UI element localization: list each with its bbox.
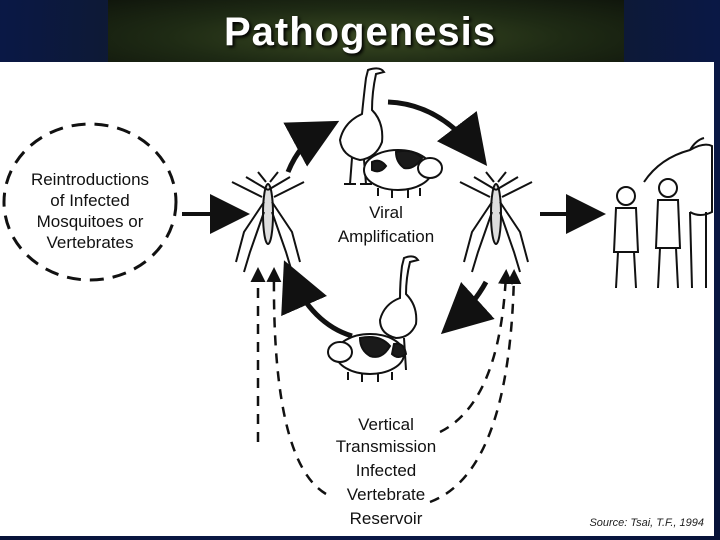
heron-top-icon — [338, 67, 386, 185]
reintroduction-line-3: Mosquitoes or — [37, 212, 144, 231]
reservoir-line-5: Reservoir — [350, 509, 423, 528]
reservoir-line-4: Vertebrate — [347, 485, 425, 504]
amplification-line-1: Viral — [369, 203, 403, 222]
reservoir-line-2: Transmission — [336, 437, 436, 456]
cycle-arrow-top-right — [387, 99, 488, 166]
transmission-cycle-diagram: Reintroductions of Infected Mosquitoes o… — [2, 67, 713, 529]
reintroduction-line-2: of Infected — [50, 191, 129, 210]
vertical-transmission-dashed-left-2 — [266, 267, 327, 496]
pig-bottom-icon — [327, 333, 408, 382]
mosquito-left-icon — [231, 171, 305, 273]
reservoir-line-1: Vertical — [358, 415, 414, 434]
vertical-transmission-dashed-right-2 — [429, 269, 522, 504]
human-right-icon — [654, 178, 682, 289]
cycle-arrow-top-left — [283, 120, 340, 173]
human-left-icon — [612, 186, 640, 289]
reintroduction-line-4: Vertebrates — [47, 233, 134, 252]
reintroduction-ellipse — [2, 122, 178, 282]
cycle-arrow-bottom-right — [440, 280, 495, 335]
source-citation: Source: Tsai, T.F., 1994 — [589, 517, 704, 529]
reintroduction-line-1: Reintroductions — [31, 170, 149, 189]
mosquito-right-icon — [459, 171, 533, 273]
diagram-panel: Reintroductions of Infected Mosquitoes o… — [0, 62, 714, 536]
horse-icon — [643, 137, 713, 289]
pig-top-icon — [363, 149, 443, 198]
title-band — [108, 0, 624, 62]
amplification-line-2: Amplification — [338, 227, 434, 246]
cycle-arrow-bottom-left — [281, 260, 353, 339]
vertical-transmission-dashed-right-1 — [439, 269, 514, 434]
slide-title: Pathogenesis — [223, 10, 497, 54]
reservoir-line-3: Infected — [356, 461, 417, 480]
